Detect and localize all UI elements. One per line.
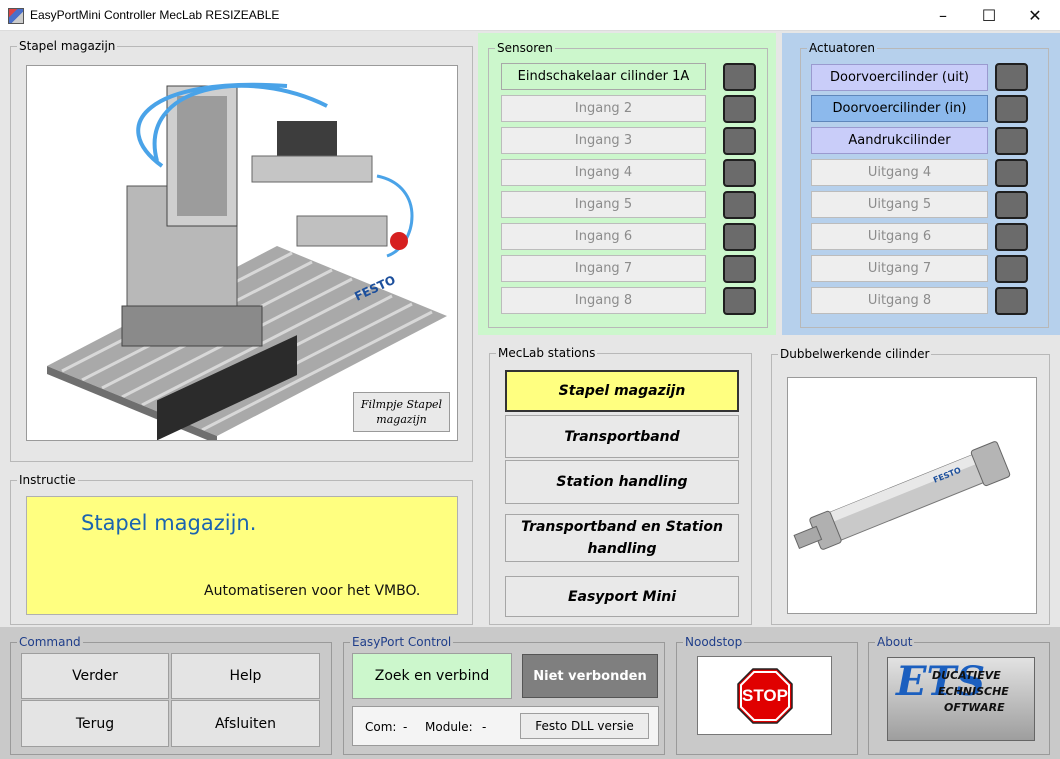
actuator-output-6[interactable]: Uitgang 6 <box>811 223 988 250</box>
help-button[interactable]: Help <box>171 653 320 699</box>
exit-button[interactable]: Afsluiten <box>171 700 320 747</box>
sensor-input-6[interactable]: Ingang 6 <box>501 223 706 250</box>
noodstop-legend: Noodstop <box>683 635 745 650</box>
window-title: EasyPortMini Controller MecLab RESIZEABL… <box>30 8 280 22</box>
stop-sign-icon <box>737 668 793 724</box>
cylinder-photo: FESTO <box>787 377 1037 614</box>
sensor-led-3 <box>723 127 756 155</box>
sensor-led-4 <box>723 159 756 187</box>
actuator-led-7 <box>995 255 1028 283</box>
actuator-led-5 <box>995 191 1028 219</box>
back-button[interactable]: Terug <box>21 700 169 747</box>
sensor-input-1[interactable]: Eindschakelaar cilinder 1A <box>501 63 706 90</box>
instruction-subtitle: Automatiseren voor het VMBO. <box>204 583 421 599</box>
actuator-led-8 <box>995 287 1028 315</box>
title-bar: EasyPortMini Controller MecLab RESIZEABL… <box>0 0 1060 31</box>
sensor-led-8 <box>723 287 756 315</box>
station-handling[interactable]: Station handling <box>505 460 739 504</box>
sensor-input-5[interactable]: Ingang 5 <box>501 191 706 218</box>
next-button[interactable]: Verder <box>21 653 169 699</box>
actuator-led-4 <box>995 159 1028 187</box>
actuator-led-1 <box>995 63 1028 91</box>
com-label: Com: <box>365 720 397 734</box>
cylinder-legend: Dubbelwerkende cilinder <box>778 347 932 362</box>
station-easyport-mini[interactable]: Easyport Mini <box>505 576 739 617</box>
cylinder-photo-drawing: FESTO <box>793 441 1011 550</box>
connect-button[interactable]: Zoek en verbind <box>352 653 512 699</box>
ets-logo-line-1: DUCATIEVE <box>932 669 1001 682</box>
station-image-legend: Stapel magazijn <box>17 39 118 54</box>
ets-logo-letters: ETS <box>896 658 986 705</box>
sensor-input-3[interactable]: Ingang 3 <box>501 127 706 154</box>
close-icon[interactable]: ✕ <box>1028 6 1042 25</box>
actuator-output-1[interactable]: Doorvoercilinder (uit) <box>811 64 988 91</box>
actuator-output-2[interactable]: Doorvoercilinder (in) <box>811 95 988 122</box>
connection-status: Niet verbonden <box>522 654 658 698</box>
ets-logo-button[interactable]: ETS DUCATIEVE ECHNISCHE OFTWARE <box>887 657 1035 741</box>
actuators-legend: Actuatoren <box>807 41 877 56</box>
sensor-input-8[interactable]: Ingang 8 <box>501 287 706 314</box>
sensor-led-6 <box>723 223 756 251</box>
sensor-led-1 <box>723 63 756 91</box>
com-value: - <box>403 720 408 734</box>
sensor-input-7[interactable]: Ingang 7 <box>501 255 706 282</box>
station-photo-drawing: FESTO <box>47 82 447 440</box>
bottom-bar: Command Verder Help Terug Afsluiten Easy… <box>0 627 1060 759</box>
ets-logo-line-2: ECHNISCHE <box>938 685 1009 698</box>
easyport-legend: EasyPort Control <box>350 635 454 650</box>
actuator-led-2 <box>995 95 1028 123</box>
stations-legend: MecLab stations <box>496 346 598 361</box>
sensor-input-2[interactable]: Ingang 2 <box>501 95 706 122</box>
dll-version-button[interactable]: Festo DLL versie <box>520 713 649 739</box>
ets-logo-line-3: OFTWARE <box>944 701 1005 714</box>
sensor-led-5 <box>723 191 756 219</box>
actuator-led-6 <box>995 223 1028 251</box>
module-value: - <box>482 720 487 734</box>
actuator-output-8[interactable]: Uitgang 8 <box>811 287 988 314</box>
ets-logo-text: DUCATIEVE ECHNISCHE OFTWARE <box>932 668 1009 716</box>
sensors-panel: Sensoren <box>488 41 768 328</box>
sensor-led-2 <box>723 95 756 123</box>
instruction-box: Stapel magazijn. Automatiseren voor het … <box>26 496 458 615</box>
stop-sign-text: STOP <box>742 686 788 705</box>
video-button[interactable]: Filmpje Stapel magazijn <box>353 392 450 432</box>
sensors-legend: Sensoren <box>495 41 555 56</box>
actuator-output-4[interactable]: Uitgang 4 <box>811 159 988 186</box>
actuator-output-5[interactable]: Uitgang 5 <box>811 191 988 218</box>
maximize-icon[interactable]: ☐ <box>981 6 997 25</box>
station-transportband[interactable]: Transportband <box>505 415 739 458</box>
minimize-icon[interactable]: – <box>939 6 947 25</box>
main-area: Stapel magazijn <box>0 31 1060 627</box>
stop-button[interactable]: STOP <box>697 656 832 735</box>
station-stapel-magazijn[interactable]: Stapel magazijn <box>505 370 739 412</box>
actuator-output-7[interactable]: Uitgang 7 <box>811 255 988 282</box>
module-label: Module: <box>425 720 473 734</box>
actuator-led-3 <box>995 127 1028 155</box>
sensor-led-7 <box>723 255 756 283</box>
about-legend: About <box>875 635 915 650</box>
sensor-input-4[interactable]: Ingang 4 <box>501 159 706 186</box>
actuator-output-3[interactable]: Aandrukcilinder <box>811 127 988 154</box>
command-legend: Command <box>17 635 83 650</box>
app-icon <box>8 8 24 24</box>
instruction-legend: Instructie <box>17 473 78 488</box>
station-photo: FESTO <box>26 65 458 441</box>
station-transportband-handling[interactable]: Transportband en Station handling <box>505 514 739 562</box>
instruction-title: Stapel magazijn. <box>81 511 257 535</box>
